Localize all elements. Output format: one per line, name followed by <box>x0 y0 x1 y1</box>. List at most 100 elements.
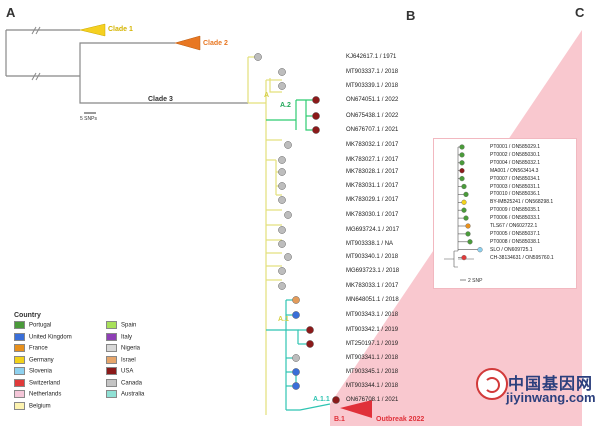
leaf-dot <box>278 226 286 234</box>
leaf-dot <box>292 382 300 390</box>
panel-letter-b: B <box>406 8 416 23</box>
legend-label: Israel <box>121 357 136 364</box>
inset-leaf-label: BY-IMB25241 / ON568298.1 <box>490 199 554 206</box>
leaf-label: ON676708.1 / 2021 <box>346 397 399 403</box>
outbreak-label: Outbreak 2022 <box>376 416 425 423</box>
inset-leaf-dot <box>461 207 467 213</box>
legend-swatch <box>14 321 25 329</box>
leaf-dot <box>292 296 300 304</box>
leaf-dot <box>278 267 286 275</box>
leaf-label: MT250197.1 / 2019 <box>346 341 399 347</box>
leaf-label: MT903343.1 / 2018 <box>346 312 399 318</box>
lineage-a-lines <box>247 56 282 415</box>
legend-item: Portugal <box>14 321 72 330</box>
leaf-dot <box>292 368 300 376</box>
leaf-dot <box>306 340 314 348</box>
legend-swatch <box>14 378 25 387</box>
inset-leaf-dot <box>459 160 465 166</box>
clade3-label: Clade 3 <box>148 96 173 103</box>
leaf-label: KJ642617.1 / 1971 <box>346 54 397 60</box>
inset-leaf-dot <box>461 254 467 261</box>
leaf-label: MT903338.1 / NA <box>346 241 394 247</box>
inset-leaf-label: PT0004 / ON585032.1 <box>490 159 541 166</box>
inset-leaf-dot <box>461 199 467 205</box>
inset-leaf-label: PT0002 / ON585030.1 <box>490 151 541 158</box>
clade1-triangle <box>79 23 106 37</box>
leaf-dot <box>284 141 292 149</box>
inset-leaf-label: PT0010 / ON585036.1 <box>490 191 541 198</box>
inset-leaf-dot <box>465 223 471 229</box>
watermark-logo-icon <box>476 368 508 400</box>
legend-item: Italy <box>106 332 144 342</box>
inset-leaf-label: TLS67 / ON602722.1 <box>490 223 538 229</box>
leaf-dot <box>278 82 286 90</box>
legend-item: Australia <box>106 390 144 399</box>
leaf-label: MG693723.1 / 2018 <box>346 268 400 274</box>
leaf-label: MK783033.1 / 2017 <box>346 283 399 289</box>
leaf-label: MT903342.1 / 2019 <box>346 327 399 333</box>
leaf-label: MT903345.1 / 2018 <box>346 369 399 375</box>
leaf-label: MT903337.1 / 2018 <box>346 69 399 75</box>
legend-item: Israel <box>106 355 144 365</box>
outer-clade-lines <box>5 29 248 104</box>
inset-leaf-label: PT0001 / ON585029.1 <box>490 144 541 150</box>
legend-swatch <box>106 355 117 364</box>
leaf-label: MT903340.1 / 2018 <box>346 254 399 260</box>
leaf-dot <box>312 96 320 104</box>
legend-label: Netherlands <box>29 392 62 399</box>
legend-swatch <box>106 367 117 376</box>
leaf-label: MG693724.1 / 2017 <box>346 227 400 233</box>
legend-swatch <box>106 332 117 341</box>
main-scale-label: 5 SNPs <box>80 116 97 122</box>
inset-leaf-dot <box>459 168 465 174</box>
inset-leaf-dot <box>459 144 465 150</box>
legend-label: Italy <box>121 334 133 341</box>
leaf-dot <box>278 182 286 190</box>
leaf-dot <box>292 311 300 319</box>
leaf-label: ON676707.1 / 2021 <box>346 127 399 133</box>
leaf-dot <box>306 326 314 334</box>
leaf-dot <box>292 354 300 362</box>
inset-leaf-label: PT0003 / ON585031.1 <box>490 183 541 190</box>
panel-letter-c: C <box>575 5 585 20</box>
inset-tree <box>444 144 483 281</box>
legend-swatch <box>106 390 117 399</box>
lineage-a2-lines <box>266 99 316 131</box>
inset-leaf-dot <box>467 239 473 245</box>
leaf-label: MK783032.1 / 2017 <box>346 142 399 148</box>
clade2-label: Clade 2 <box>203 40 228 47</box>
legend-item: Germany <box>14 355 72 365</box>
legend-swatch <box>14 355 25 364</box>
legend-item: Spain <box>106 321 144 330</box>
leaf-label: MT903344.1 / 2018 <box>346 383 399 389</box>
inset-leaf-label: CH-38134631 / ON595760.1 <box>490 254 554 261</box>
legend-item: United Kingdom <box>14 332 72 342</box>
leaf-dot <box>278 196 286 204</box>
leaf-dots <box>254 53 340 404</box>
inset-leaf-label: PT0006 / ON585033.1 <box>490 215 541 222</box>
inset-leaf-dot <box>463 191 469 198</box>
legend-label: Slovenia <box>29 368 53 375</box>
leaf-dot <box>278 282 286 290</box>
node-a11-label: A.1.1 <box>313 396 330 403</box>
legend-label: Germany <box>29 357 54 364</box>
legend-title: Country <box>14 312 41 319</box>
legend-item: USA <box>106 367 144 376</box>
legend-swatch <box>106 321 117 329</box>
legend-label: Belgium <box>29 403 51 410</box>
leaf-dot <box>278 156 286 164</box>
legend-item: France <box>14 344 72 353</box>
legend-label: Switzerland <box>29 380 61 387</box>
legend-label: Canada <box>121 380 143 387</box>
outbreak-triangle <box>340 400 372 418</box>
watermark-chinese: 中国基因网 <box>508 376 594 393</box>
leaf-label: MT903339.1 / 2018 <box>346 83 399 89</box>
legend-item: Slovenia <box>14 367 72 376</box>
legend-swatch <box>106 344 117 353</box>
inset-leaf-dot <box>477 247 483 253</box>
inset-leaf-dot <box>465 231 471 237</box>
legend-label: Spain <box>121 322 137 329</box>
leaf-dot <box>278 240 286 248</box>
